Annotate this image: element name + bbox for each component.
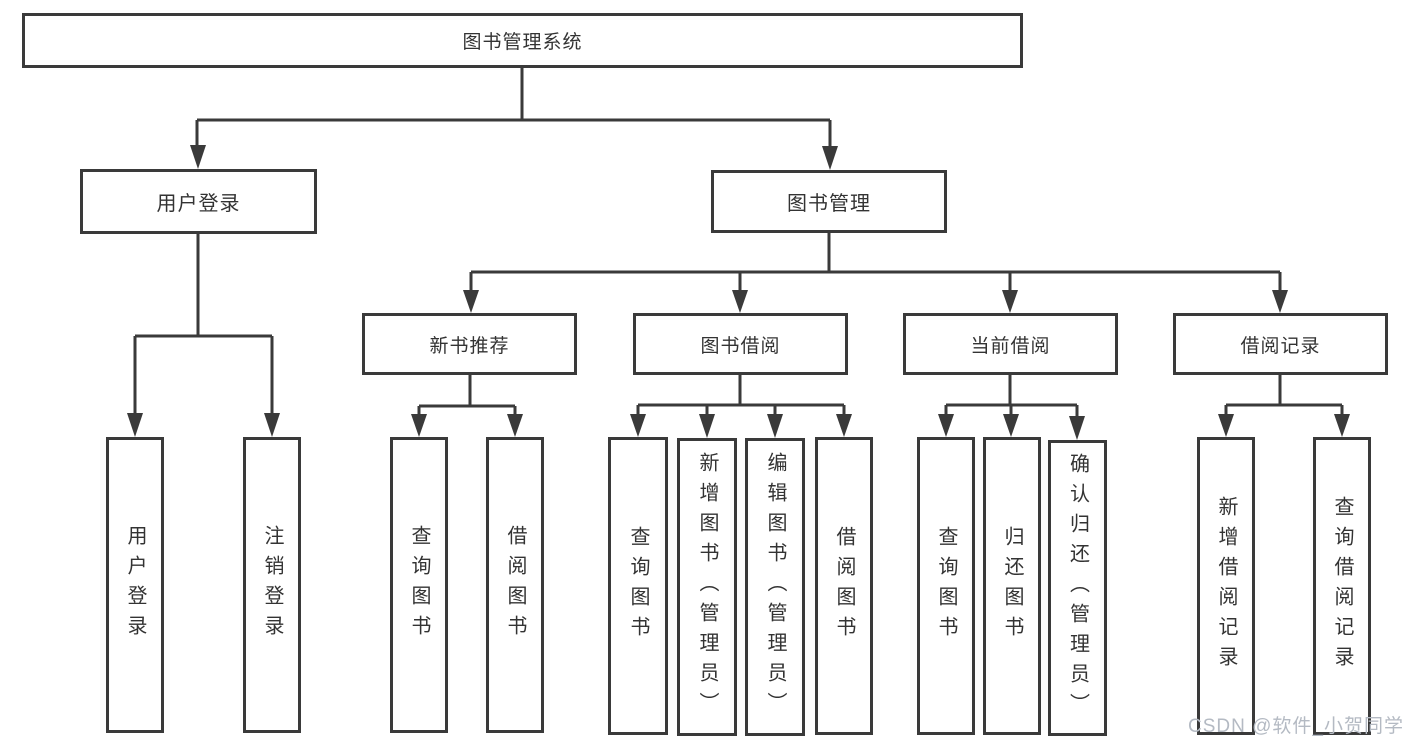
node-book-management: 图书管理 [711,170,947,233]
leaf-query-books-1: 查询图书 [390,437,448,733]
node-label: 用户登录 [124,525,146,645]
node-label: 查询图书 [627,526,649,646]
node-label: 确认归还（管理员） [1066,453,1089,723]
leaf-query-books-2: 查询图书 [608,437,668,735]
leaf-borrow-books-1: 借阅图书 [486,437,544,733]
node-label: 新增图书（管理员） [696,452,718,722]
node-current-borrow: 当前借阅 [903,313,1118,375]
node-book-borrow: 图书借阅 [633,313,848,375]
node-new-book-recommend: 新书推荐 [362,313,577,375]
node-label: 图书管理系统 [462,32,583,53]
node-label: 图书管理 [787,193,871,215]
node-label: 借阅图书 [504,525,526,645]
node-label: 当前借阅 [970,335,1051,357]
node-label: 新增借阅记录 [1215,496,1237,676]
leaf-add-borrow-record: 新增借阅记录 [1197,437,1255,735]
node-label: 借阅图书 [833,526,855,646]
node-label: 查询借阅记录 [1331,496,1353,676]
node-user-login: 用户登录 [80,169,317,234]
leaf-query-borrow-record: 查询借阅记录 [1313,437,1371,735]
leaf-logout: 注销登录 [243,437,301,733]
node-label: 用户登录 [156,193,241,215]
leaf-confirm-return-admin: 确认归还（管理员） [1048,440,1107,736]
node-label: 注销登录 [261,525,283,645]
node-label: 图书借阅 [700,335,781,357]
node-label: 借阅记录 [1240,335,1321,357]
leaf-edit-book-admin: 编辑图书（管理员） [745,438,805,736]
node-borrow-records: 借阅记录 [1173,313,1388,375]
node-label: 新书推荐 [429,335,510,357]
leaf-query-books-3: 查询图书 [917,437,975,735]
leaf-user-login: 用户登录 [106,437,164,733]
node-label: 编辑图书（管理员） [764,452,786,722]
node-library-management-system: 图书管理系统 [22,13,1023,68]
node-label: 查询图书 [408,525,430,645]
node-label: 查询图书 [935,526,957,646]
leaf-borrow-books-2: 借阅图书 [815,437,873,735]
watermark: CSDN @软件_小贺同学 [1188,716,1404,737]
node-label: 归还图书 [1001,526,1023,646]
leaf-return-books: 归还图书 [983,437,1041,735]
leaf-add-book-admin: 新增图书（管理员） [677,438,737,736]
